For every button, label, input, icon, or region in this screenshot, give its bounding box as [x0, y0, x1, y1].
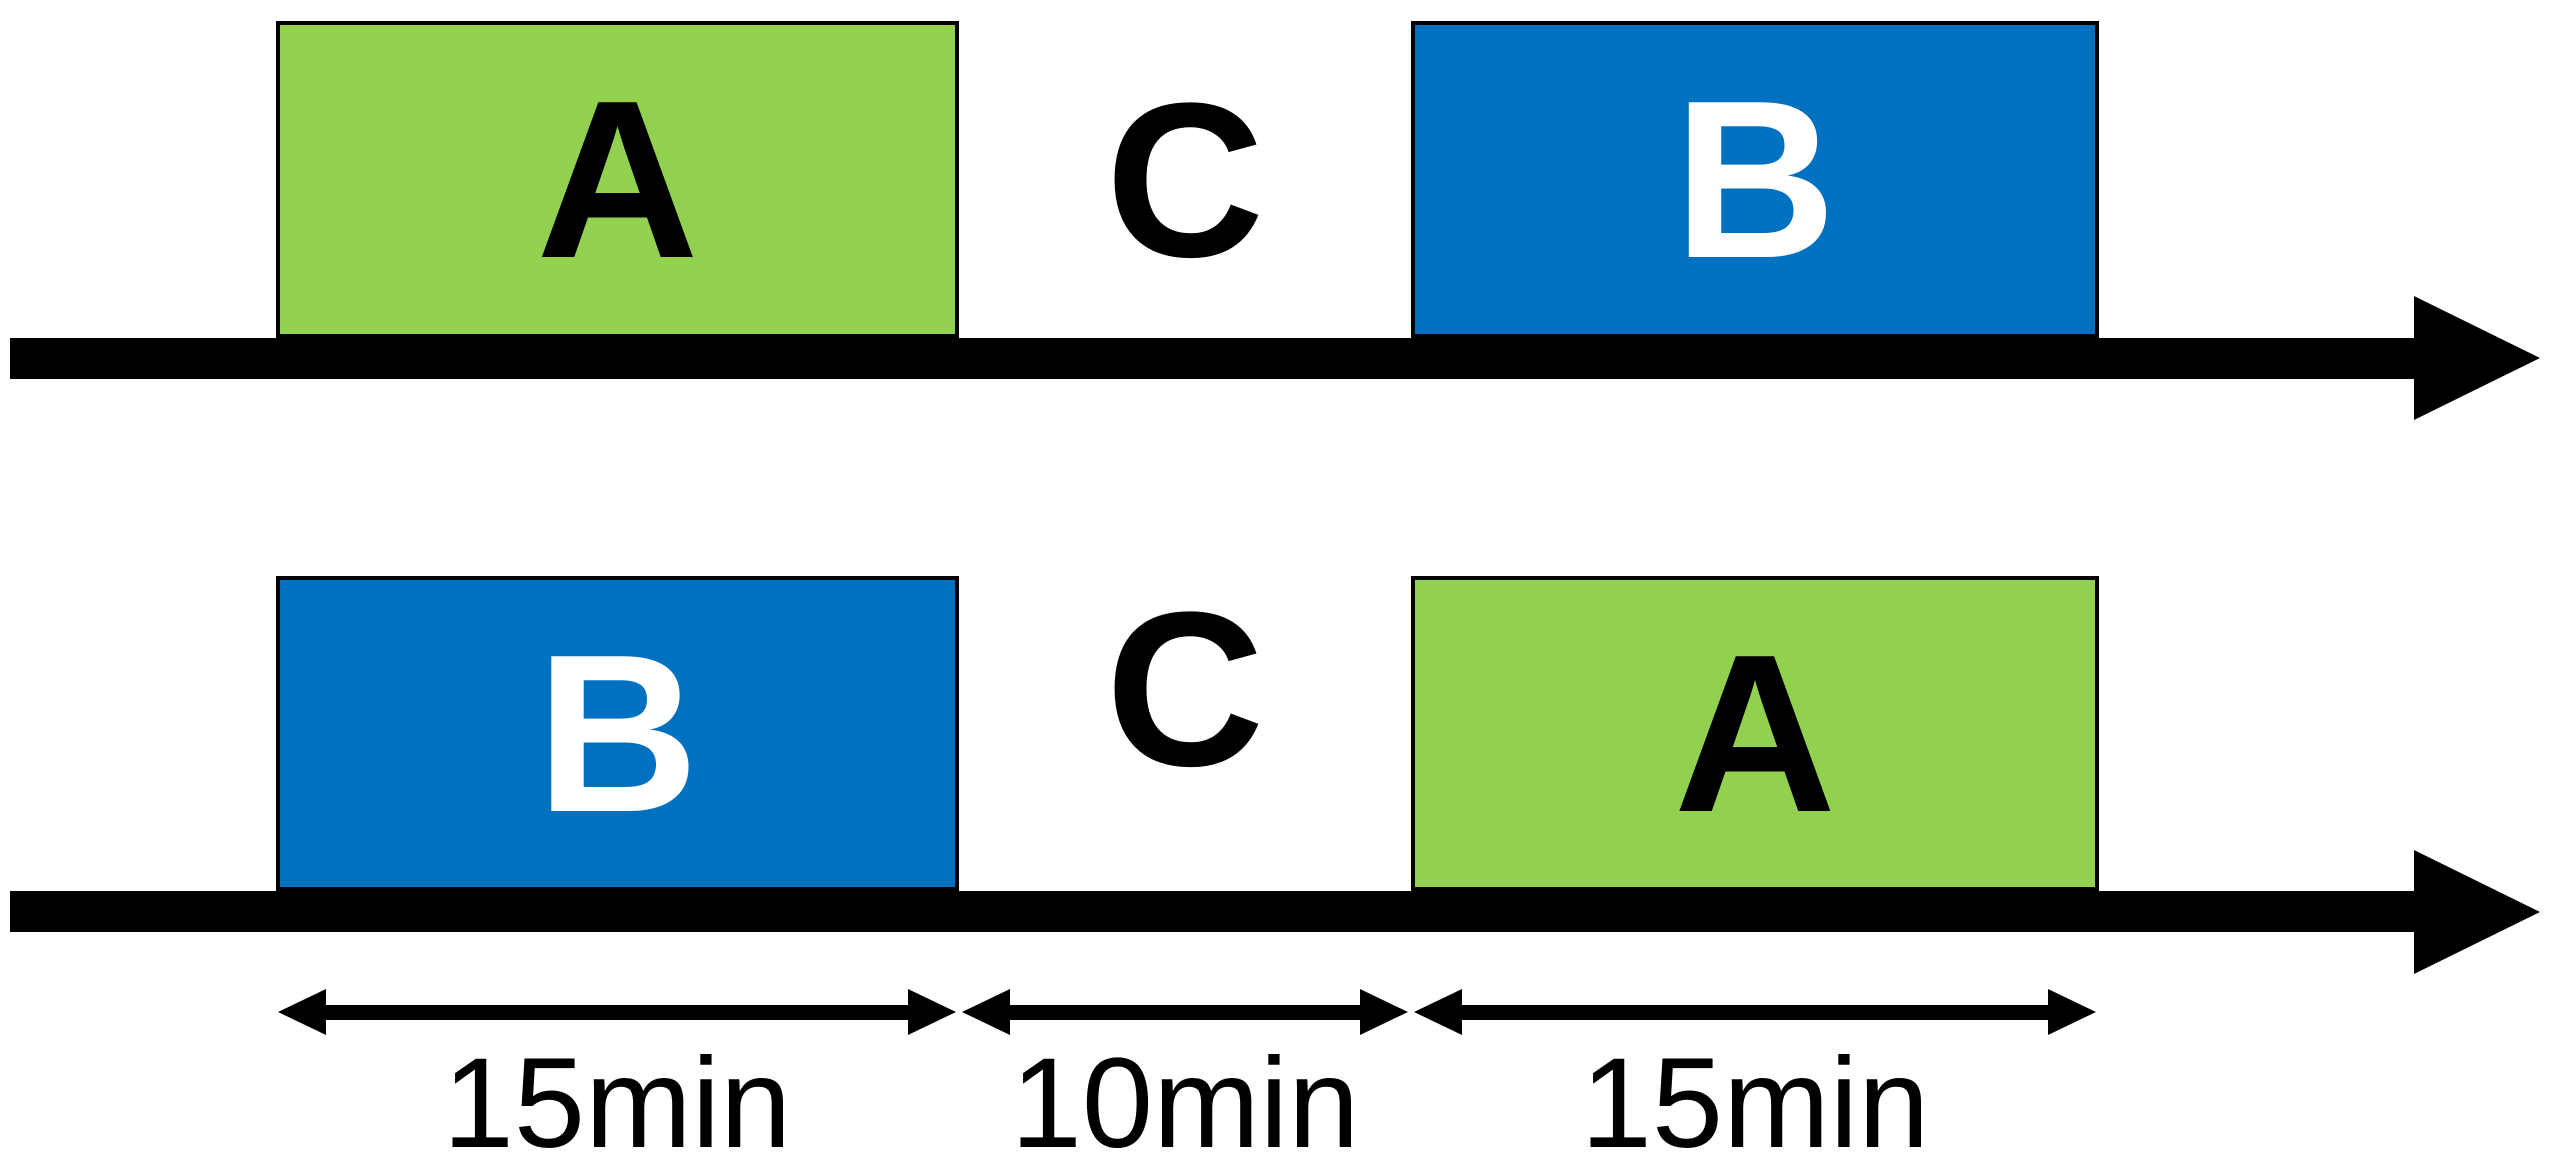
- duration-arrow-1: [278, 989, 956, 1035]
- arrowhead-right-icon: [2048, 989, 2096, 1035]
- timeline1-axis-arrowhead-icon: [2414, 296, 2540, 420]
- arrowhead-left-icon: [1414, 989, 1462, 1035]
- duration-arrow-3: [1414, 989, 2096, 1035]
- timeline1-task-a-label: A: [536, 53, 699, 305]
- arrowhead-right-icon: [908, 989, 956, 1035]
- duration-arrow-shaft: [1462, 1004, 2048, 1020]
- timeline2-gap-c-zone: C: [959, 576, 1411, 891]
- arrowhead-right-icon: [1360, 989, 1408, 1035]
- arrowhead-left-icon: [278, 989, 326, 1035]
- duration-label-3: 15min: [1580, 1032, 1930, 1163]
- timeline2-task-b-label: B: [536, 607, 699, 859]
- arrowhead-left-icon: [962, 989, 1010, 1035]
- timeline1-gap-c-label: C: [1105, 56, 1265, 303]
- timeline1-task-a-block: A: [276, 21, 959, 338]
- timeline2-gap-c-label: C: [1105, 565, 1265, 812]
- timeline1-axis: [10, 338, 2414, 379]
- duration-arrow-2: [962, 989, 1408, 1035]
- duration-arrow-shaft: [326, 1004, 908, 1020]
- timeline1-task-b-block: B: [1411, 21, 2099, 338]
- duration-label-2: 10min: [1010, 1032, 1360, 1163]
- duration-label-1: 15min: [442, 1032, 792, 1163]
- timeline2-task-a-label: A: [1673, 607, 1837, 859]
- timeline2-task-b-block: B: [276, 576, 959, 891]
- timeline1-task-b-label: B: [1673, 53, 1837, 305]
- duration-arrow-shaft: [1010, 1004, 1360, 1020]
- timeline2-axis: [10, 891, 2414, 932]
- timeline1-gap-c-zone: C: [959, 21, 1411, 338]
- timeline2-task-a-block: A: [1411, 576, 2099, 891]
- timeline2-axis-arrowhead-icon: [2414, 850, 2540, 974]
